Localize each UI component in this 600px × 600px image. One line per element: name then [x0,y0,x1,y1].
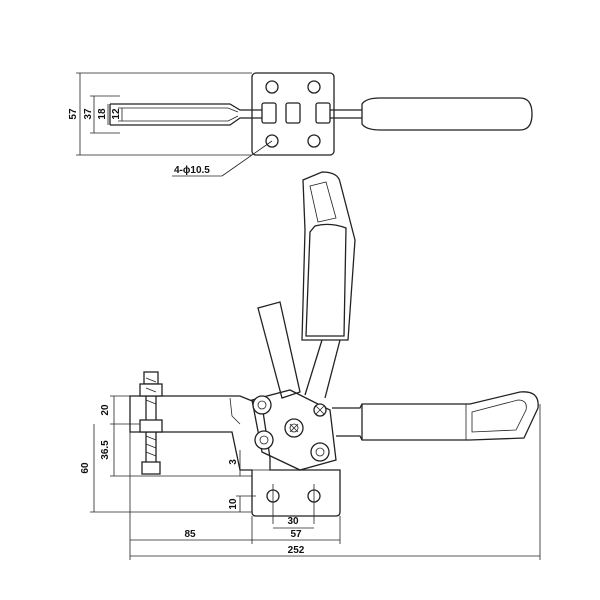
arm-raised [257,301,301,399]
dim-30-label: 30 [287,516,299,527]
clamp-body [129,395,341,517]
dim-85-label: 85 [184,529,196,540]
pin-cross [315,405,325,415]
pivot-pin [310,442,330,462]
pivot-pin-center [257,400,267,410]
handle-raised [301,171,356,341]
dim-3-label: 3 [228,459,239,465]
hole-callout-label: 4-ϕ10.5 [174,165,210,176]
dim-18-label: 18 [97,108,108,120]
handle-raised-stem [324,339,341,399]
dim-20-label: 20 [100,404,111,416]
handle-closed-slot [471,399,527,433]
top-arm-slot [118,107,239,113]
dim-60-label: 60 [80,462,91,474]
dim-57-label: 57 [68,108,79,120]
dim-12-label: 12 [111,108,122,120]
handle-raised-grip [305,223,347,337]
top-pivot-block [261,102,277,124]
pivot-pin [252,395,272,415]
thread-marks [145,377,157,457]
dim-10-label: 10 [228,498,239,510]
pivot-pin-center [259,435,269,445]
top-arm [110,117,262,126]
top-pivot-block [315,102,331,124]
top-hole [307,134,321,148]
dim-57-side-label: 57 [290,529,302,540]
pivot-pin [254,430,274,450]
handle-closed [332,391,539,441]
top-pivot-block [285,102,301,124]
spindle-tip [141,461,161,475]
pivot-pin-center [289,423,299,433]
top-hole [307,80,321,94]
dim-252-label: 252 [288,545,305,556]
side-view: 20 36.5 60 3 10 30 57 85 252 [80,171,541,560]
top-arm-slot [118,115,239,122]
top-view: 57 37 18 12 4-ϕ10.5 [68,72,533,177]
linkage-plate [251,389,337,471]
top-handle-grip [361,97,533,131]
spindle-nut [139,419,163,433]
pin-cross [289,423,299,433]
top-arm [110,103,262,111]
top-hole [265,80,279,94]
pivot-pin-center [315,447,325,457]
top-hole [265,134,279,148]
dim-37-label: 37 [83,108,94,120]
leader-line [221,140,273,177]
top-base-plate [251,72,335,156]
dim-36-5-label: 36.5 [100,440,111,460]
body-contour [229,397,241,425]
handle-raised-stem [304,339,323,396]
handle-raised-slot [309,181,337,223]
